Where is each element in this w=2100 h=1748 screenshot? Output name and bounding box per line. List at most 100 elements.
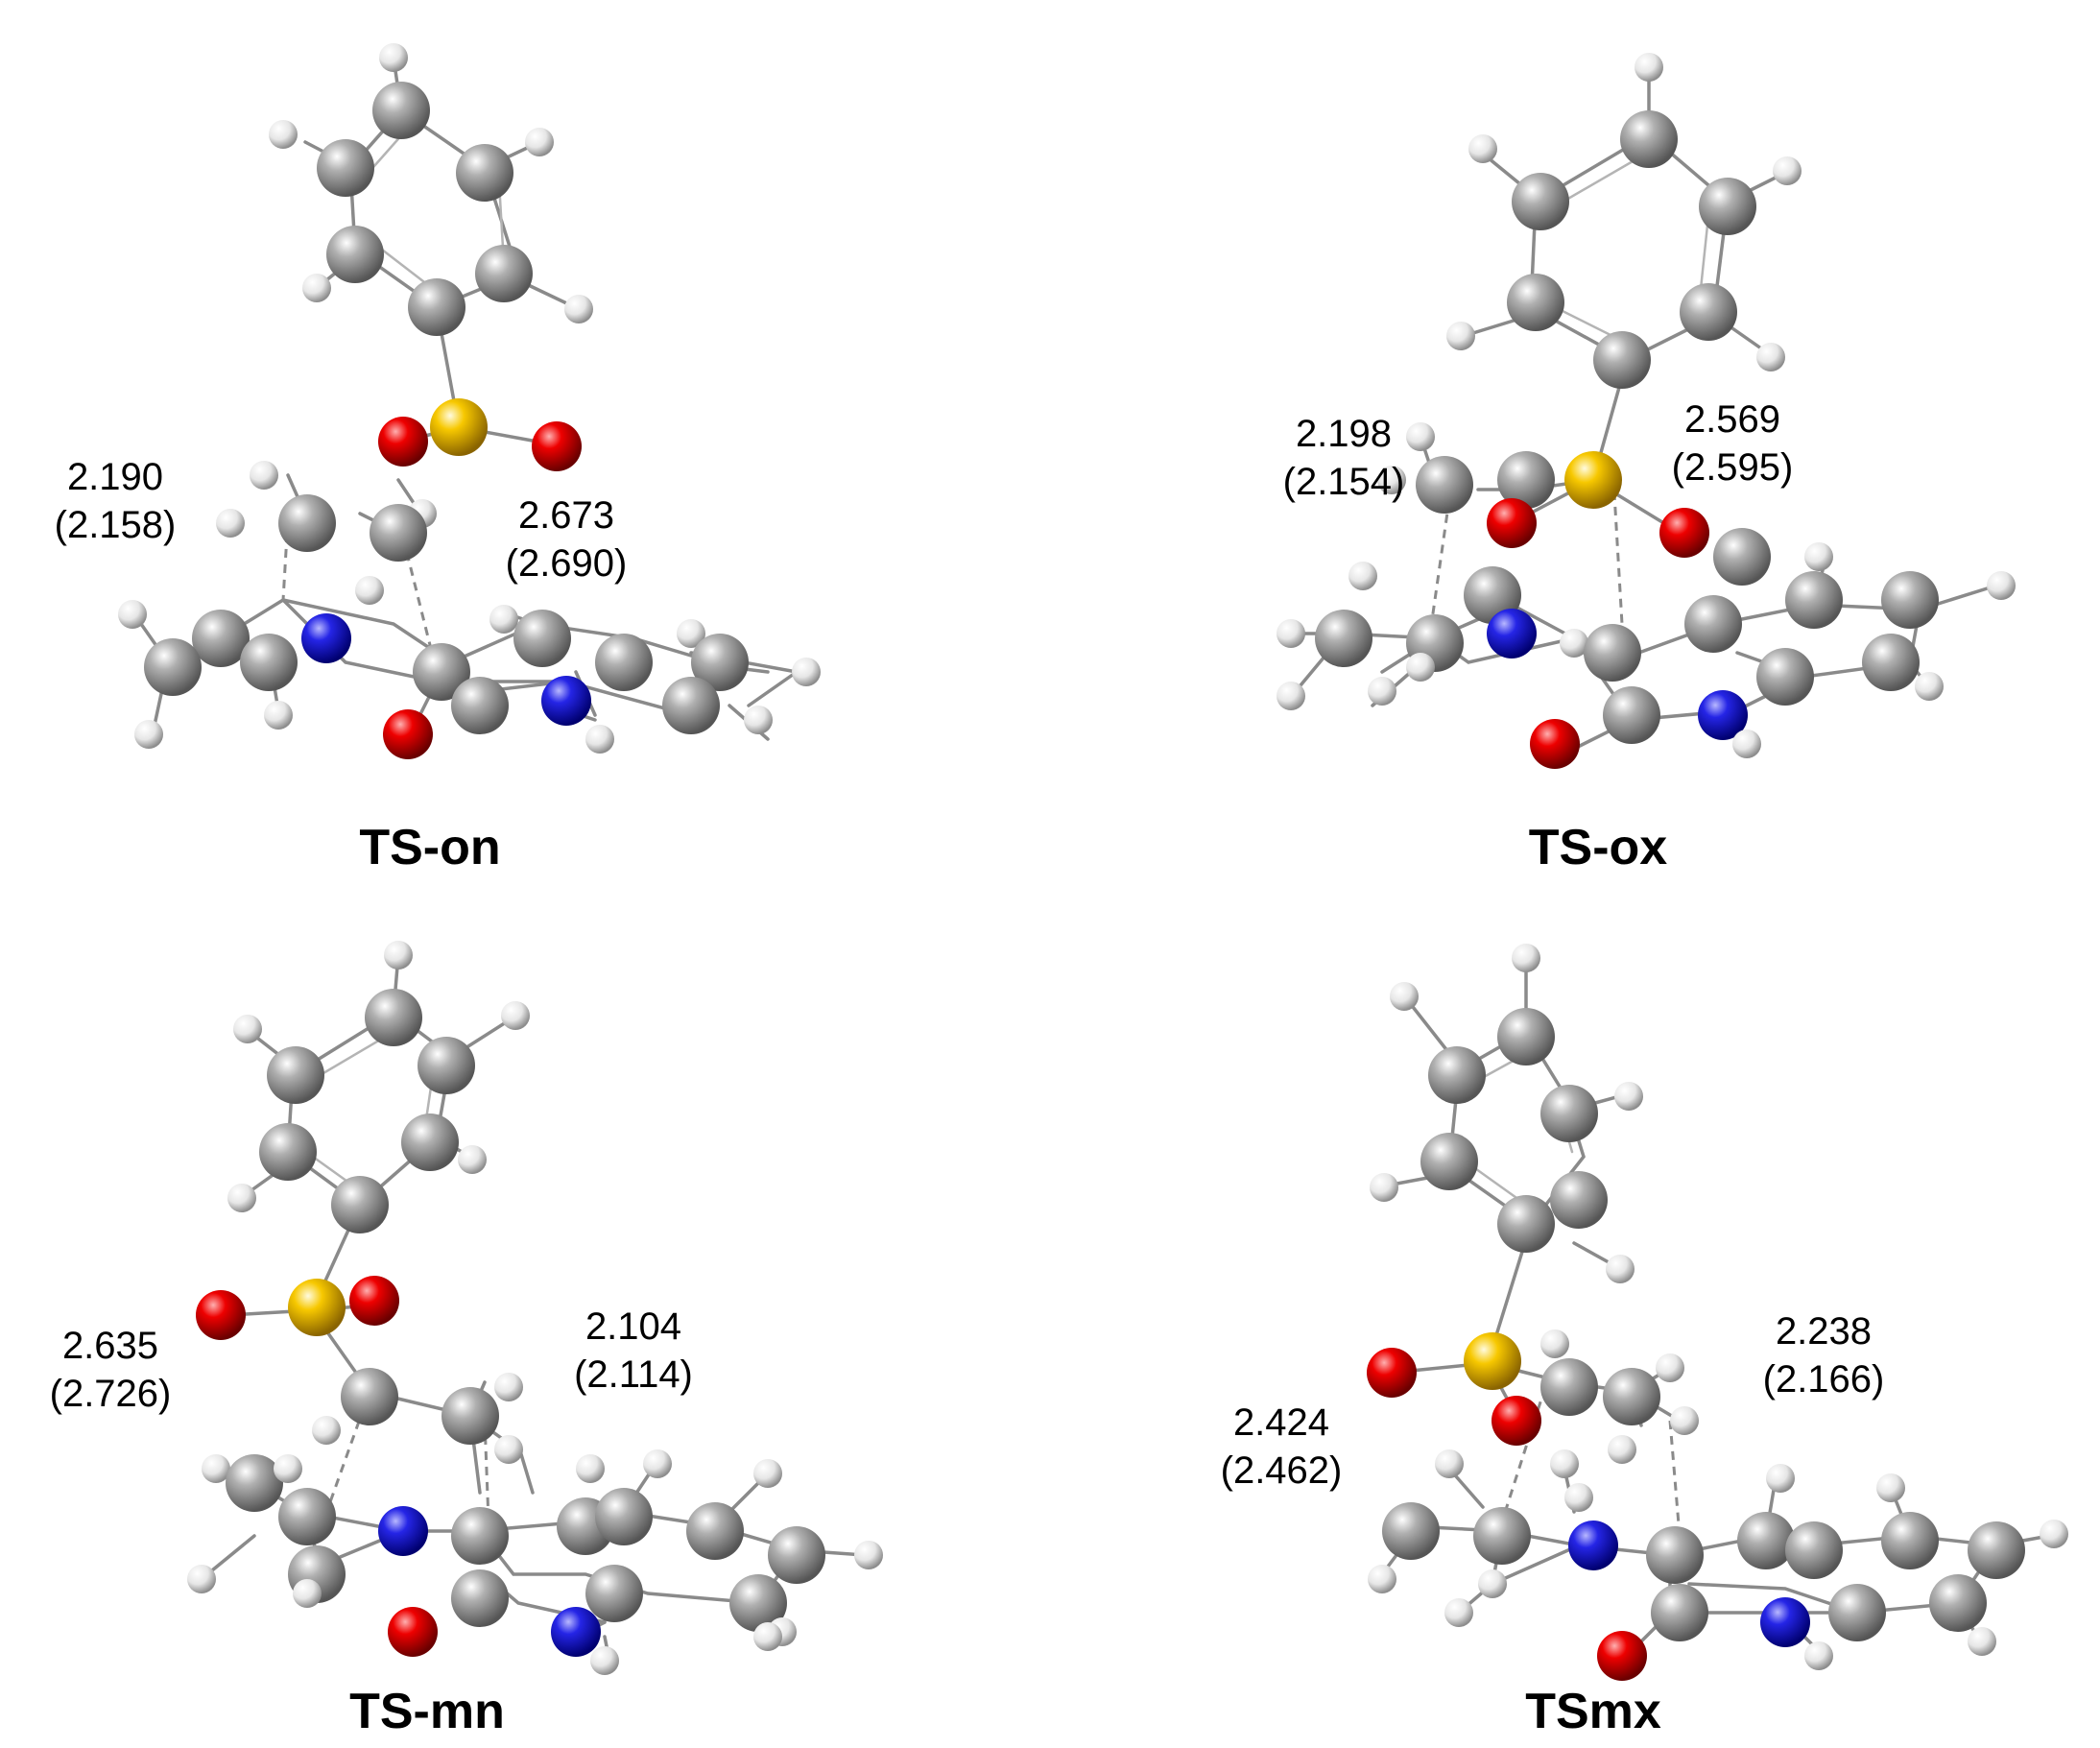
hydrogen-atom bbox=[792, 658, 821, 686]
hydrogen-atom bbox=[2040, 1520, 2068, 1548]
hydrogen-atom bbox=[1406, 422, 1435, 451]
sulfur-atom bbox=[430, 398, 488, 456]
nitrogen-atom bbox=[1568, 1521, 1618, 1570]
distance-label-alt: (2.166) bbox=[1763, 1358, 1885, 1401]
carbon-atom bbox=[278, 1488, 336, 1545]
oxygen-atom bbox=[1487, 498, 1537, 548]
oxygen-atom bbox=[1367, 1348, 1417, 1398]
oxygen-atom bbox=[1659, 508, 1709, 558]
oxygen-atom bbox=[383, 709, 433, 759]
hydrogen-atom bbox=[1564, 1483, 1593, 1512]
carbon-atom bbox=[1684, 595, 1742, 653]
hydrogen-atom bbox=[643, 1449, 672, 1478]
distance-label-alt: (2.595) bbox=[1672, 446, 1794, 489]
hydrogen-atom bbox=[489, 605, 518, 634]
hydrogen-atom bbox=[1773, 156, 1802, 185]
hydrogen-atom bbox=[227, 1184, 256, 1212]
forming-bond-dashed bbox=[1428, 460, 1624, 635]
panel-title: TS-mn bbox=[349, 1684, 505, 1739]
carbon-atom bbox=[1603, 1368, 1660, 1425]
oxygen-atom bbox=[196, 1290, 246, 1340]
carbon-atom bbox=[1382, 1502, 1440, 1560]
carbon-atom bbox=[1785, 571, 1843, 629]
carbon-atom bbox=[456, 144, 513, 202]
carbon-atom bbox=[1785, 1521, 1843, 1579]
panel-tsmx: 2.424 (2.462) 2.238 (2.166) TSmx bbox=[1221, 944, 2068, 1739]
carbon-atom bbox=[451, 1569, 509, 1627]
hydrogen-atom bbox=[1732, 730, 1761, 758]
hydrogen-atom bbox=[1804, 1641, 1833, 1670]
hydrogen-atom bbox=[1614, 1082, 1643, 1111]
carbon-atom bbox=[1713, 528, 1771, 586]
bond-lines bbox=[1510, 358, 1682, 535]
carbon-atom bbox=[1881, 1512, 1939, 1569]
hydrogen-atom bbox=[1406, 653, 1435, 682]
distance-label: 2.673 bbox=[518, 494, 614, 537]
hydrogen-atom bbox=[494, 1373, 523, 1401]
hydrogen-atom bbox=[233, 1015, 262, 1043]
distance-label-alt: (2.726) bbox=[50, 1373, 172, 1415]
carbon-atom bbox=[1756, 648, 1814, 706]
distance-label: 2.190 bbox=[67, 456, 163, 498]
carbon-atom bbox=[1603, 686, 1660, 744]
hydrogen-atom bbox=[134, 720, 163, 749]
panel-ts-ox: 2.198 (2.154) 2.569 (2.595) TS-ox bbox=[1277, 53, 2016, 875]
hydrogen-atom bbox=[1635, 53, 1663, 82]
hydrogen-atom bbox=[1444, 1598, 1473, 1627]
carbon-atom bbox=[513, 610, 571, 667]
hydrogen-atom bbox=[302, 274, 331, 302]
carbon-atom bbox=[691, 634, 749, 691]
carbon-atom bbox=[326, 226, 384, 283]
carbon-atom bbox=[1315, 610, 1372, 667]
carbon-atom bbox=[408, 278, 465, 336]
carbon-atom bbox=[451, 677, 509, 734]
hydrogen-atom bbox=[753, 1622, 782, 1651]
hydrogen-atom bbox=[118, 600, 147, 629]
carbon-atom bbox=[1680, 283, 1737, 341]
hydrogen-atom bbox=[753, 1459, 782, 1488]
panel-title: TS-on bbox=[359, 820, 500, 875]
nitrogen-atom bbox=[541, 676, 591, 726]
carbon-atom bbox=[662, 677, 720, 734]
bond-lines bbox=[219, 598, 733, 712]
carbon-atom bbox=[441, 1387, 499, 1445]
hydrogen-atom bbox=[1348, 562, 1377, 590]
molecule-ts-ox-atoms bbox=[1277, 53, 2016, 769]
hydrogen-atom bbox=[1370, 1173, 1398, 1202]
hydrogen-atom bbox=[264, 701, 293, 730]
carbon-atom bbox=[585, 1565, 643, 1622]
hydrogen-atom bbox=[1915, 672, 1944, 701]
nitrogen-atom bbox=[551, 1607, 601, 1657]
oxygen-atom bbox=[1597, 1631, 1647, 1681]
bond-lines bbox=[1462, 65, 1787, 357]
carbon-atom bbox=[1881, 571, 1939, 629]
carbon-atom bbox=[1828, 1584, 1886, 1641]
nitrogen-atom bbox=[301, 613, 351, 663]
hydrogen-atom bbox=[1766, 1464, 1795, 1493]
carbon-atom bbox=[1540, 1358, 1598, 1416]
hydrogen-atom bbox=[1478, 1569, 1507, 1598]
hydrogen-atom bbox=[525, 128, 554, 156]
distance-label: 2.424 bbox=[1233, 1401, 1329, 1444]
carbon-atom bbox=[317, 139, 374, 197]
sulfur-atom bbox=[1464, 1332, 1521, 1390]
hydrogen-atom bbox=[744, 706, 773, 734]
hydrogen-atom bbox=[458, 1145, 487, 1174]
hydrogen-atom bbox=[250, 461, 278, 490]
carbon-atom bbox=[1420, 1133, 1478, 1190]
hydrogen-atom bbox=[355, 576, 384, 605]
nitrogen-atom bbox=[1760, 1597, 1810, 1647]
hydrogen-atom bbox=[1377, 466, 1406, 494]
nitrogen-atom bbox=[1487, 609, 1537, 658]
bond-lines bbox=[243, 953, 515, 1197]
hydrogen-atom bbox=[384, 941, 413, 970]
distance-label: 2.635 bbox=[62, 1325, 158, 1367]
hydrogen-atom bbox=[1468, 134, 1497, 163]
carbon-atom bbox=[1737, 1512, 1795, 1569]
hydrogen-atom bbox=[1368, 1565, 1396, 1593]
carbon-atom bbox=[1507, 274, 1564, 331]
carbon-atom bbox=[1416, 456, 1473, 514]
hydrogen-atom bbox=[585, 725, 614, 754]
distance-label-alt: (2.154) bbox=[1283, 461, 1405, 503]
